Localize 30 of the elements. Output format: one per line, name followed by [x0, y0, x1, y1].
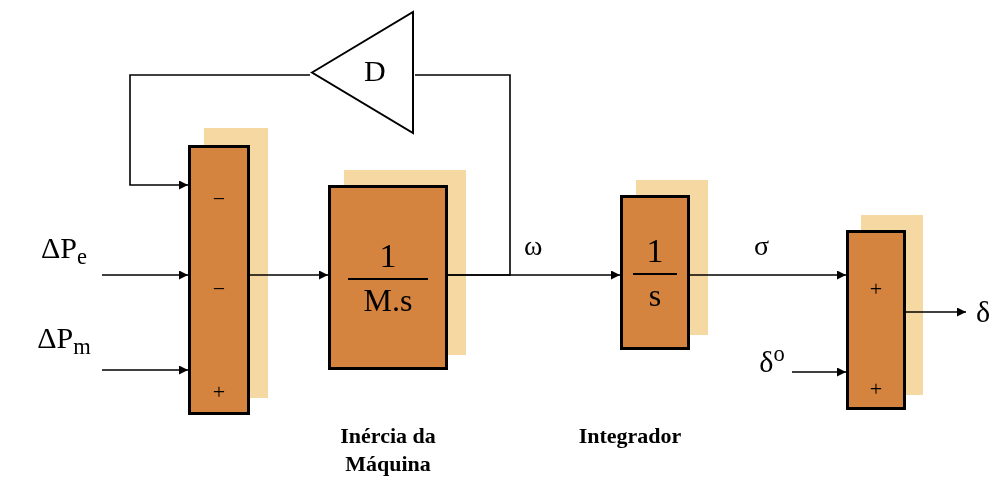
- sign-label: −: [212, 278, 226, 300]
- connector-arrow: [249, 270, 329, 280]
- transfer-function-block: [328, 185, 448, 370]
- connector-arrow: [791, 367, 847, 377]
- block-caption: Inércia da Máquina: [340, 423, 436, 476]
- numerator-text: 1: [646, 231, 664, 272]
- gain-label: D: [364, 54, 386, 87]
- sign-label: +: [212, 381, 226, 403]
- summing-block: [846, 230, 906, 410]
- sign-label: −: [212, 188, 226, 210]
- edge-label: ω: [524, 230, 543, 261]
- denominator-text: s: [648, 275, 662, 315]
- numerator-text: 1: [379, 236, 397, 277]
- connector-arrow: [101, 365, 189, 375]
- connector-arrow: [689, 270, 847, 280]
- denominator-text: M.s: [363, 280, 413, 320]
- block-caption: Integrador: [578, 423, 682, 448]
- edge-label: σ: [754, 230, 770, 261]
- signal-label: δ: [975, 297, 991, 327]
- connector-arrow: [905, 307, 967, 317]
- connector-arrow: [129, 74, 311, 190]
- signal-label: δ$^{o}$: [759, 347, 785, 377]
- signal-label: ΔP$_{m}$: [37, 323, 91, 353]
- signal-label: ΔP$_{e}$: [41, 233, 87, 263]
- connector-arrow: [101, 270, 189, 280]
- sign-label: +: [869, 378, 883, 400]
- summing-block: [188, 145, 250, 415]
- sign-label: +: [869, 278, 883, 300]
- gain-triangle: [310, 10, 415, 135]
- transfer-function-block: [620, 195, 690, 350]
